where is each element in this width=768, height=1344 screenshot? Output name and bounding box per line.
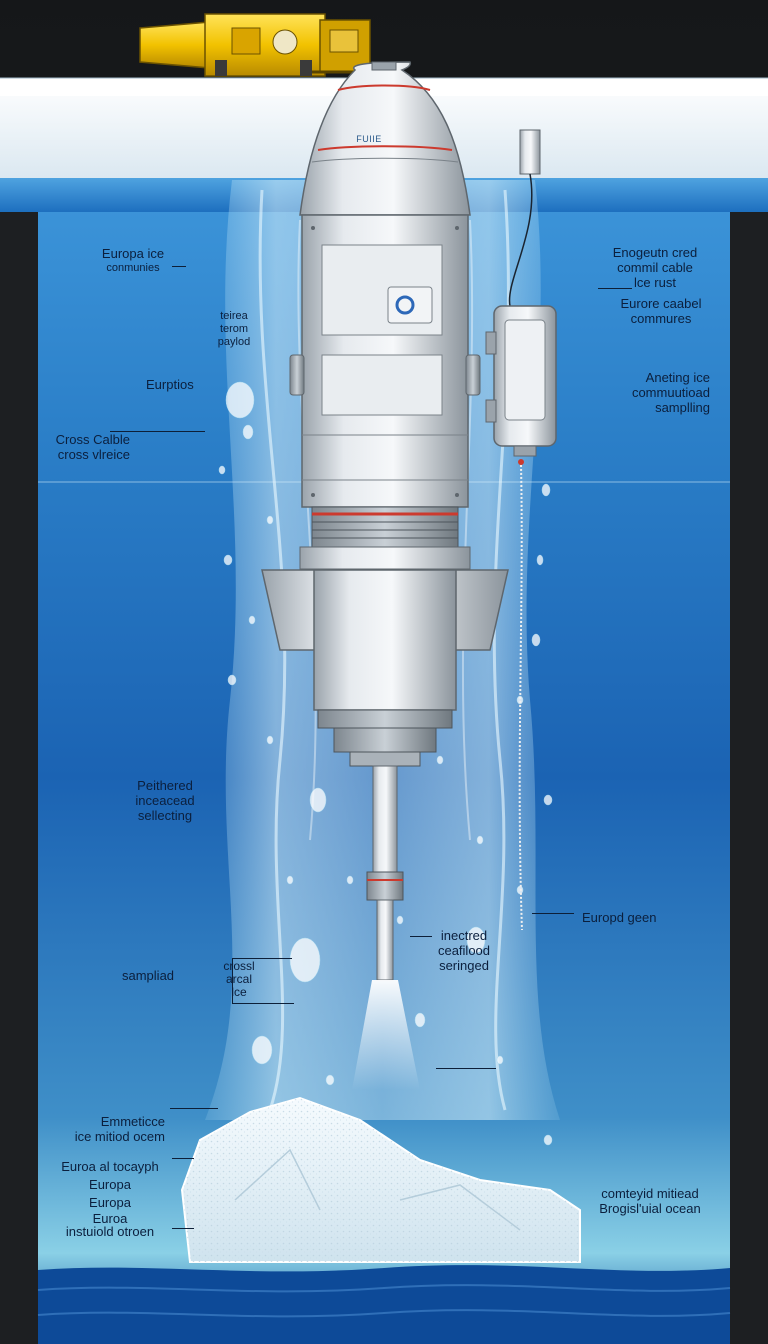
water-droplets <box>218 381 553 1146</box>
leader-line <box>172 1228 194 1229</box>
leader-line <box>532 913 574 914</box>
leader-line <box>232 1003 294 1004</box>
leader-line <box>410 936 432 937</box>
leader-line <box>170 1108 218 1109</box>
drill-shaft <box>372 765 398 877</box>
probe-badge-icon <box>395 295 415 315</box>
probe-name-label: FUIIE <box>356 134 382 144</box>
leader-line <box>232 958 233 1004</box>
leader-line <box>172 1158 194 1159</box>
cryobot-probe <box>261 61 509 1090</box>
sample-line <box>518 464 523 931</box>
sampler-module <box>485 129 557 931</box>
leader-line <box>598 288 632 289</box>
left-frame <box>0 210 38 1344</box>
tether-cable <box>508 173 533 307</box>
label-europd-geen: Europd geen <box>582 910 657 925</box>
leader-line <box>172 266 186 267</box>
leader-line <box>232 958 292 959</box>
heat-jet <box>352 980 420 1090</box>
surface-lander <box>139 13 380 77</box>
leader-line <box>436 1068 496 1069</box>
label-eurptios: Eurptios <box>146 377 194 392</box>
probe-lower-housing <box>313 569 457 711</box>
leader-line <box>110 431 205 432</box>
ice-block <box>180 1096 581 1263</box>
right-frame <box>730 210 768 1344</box>
label-sampliad: sampliad <box>122 968 175 983</box>
deep-ocean-waves <box>38 1265 730 1344</box>
